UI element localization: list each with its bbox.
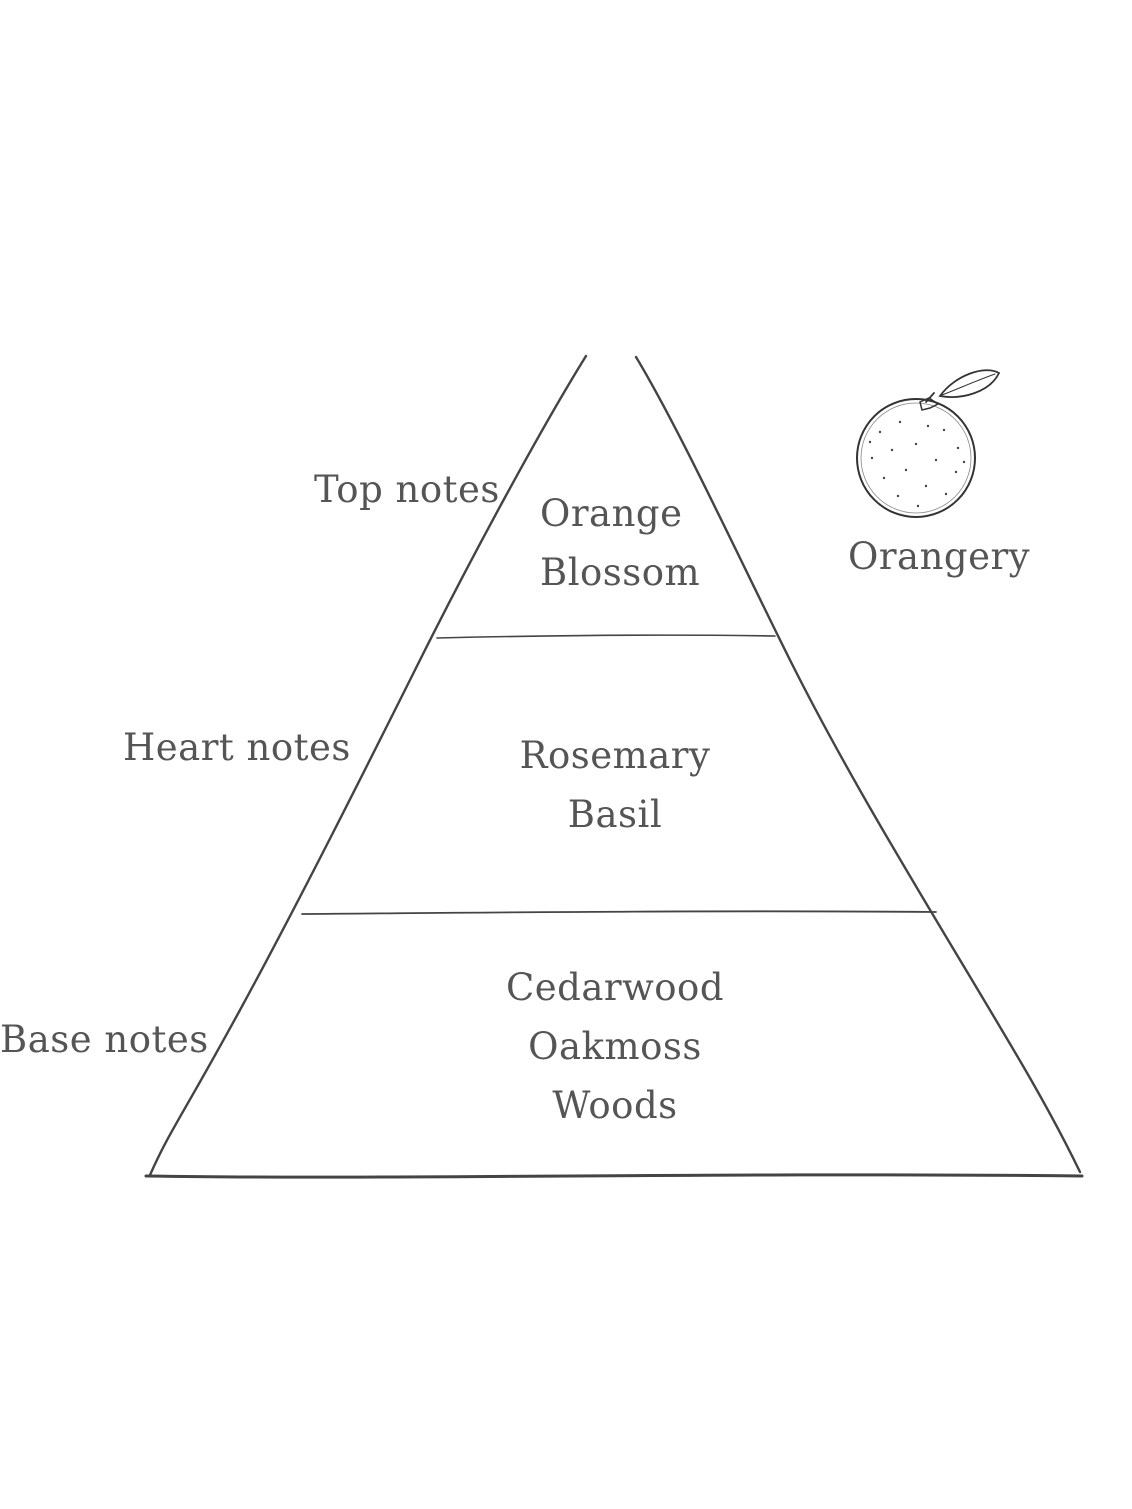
tier-divider-middle <box>301 910 937 915</box>
heart-note-item: Basil <box>567 793 663 836</box>
pyramid-right-edge <box>634 355 1082 1174</box>
pyramid-base <box>144 1173 1084 1179</box>
base-note-item: Oakmoss <box>528 1025 702 1068</box>
fragrance-name: Orangery <box>848 535 1031 578</box>
base-note-item: Woods <box>552 1084 678 1127</box>
tier-label-heart: Heart notes <box>123 726 351 769</box>
orange-fruit-icon <box>856 369 1001 518</box>
top-note-item: Blossom <box>540 551 701 594</box>
tier-label-base: Base notes <box>0 1018 209 1061</box>
heart-note-item: Rosemary <box>519 734 711 777</box>
tier-label-top: Top notes <box>314 468 500 511</box>
tier-divider-top <box>436 634 776 639</box>
heart-notes-list: Rosemary Basil <box>500 726 730 844</box>
base-note-item: Cedarwood <box>505 966 725 1009</box>
pyramid-left-edge <box>148 354 588 1177</box>
base-notes-list: Cedarwood Oakmoss Woods <box>500 958 730 1135</box>
top-note-item: Orange <box>540 492 683 535</box>
top-notes-list: Orange Blossom <box>540 484 700 602</box>
